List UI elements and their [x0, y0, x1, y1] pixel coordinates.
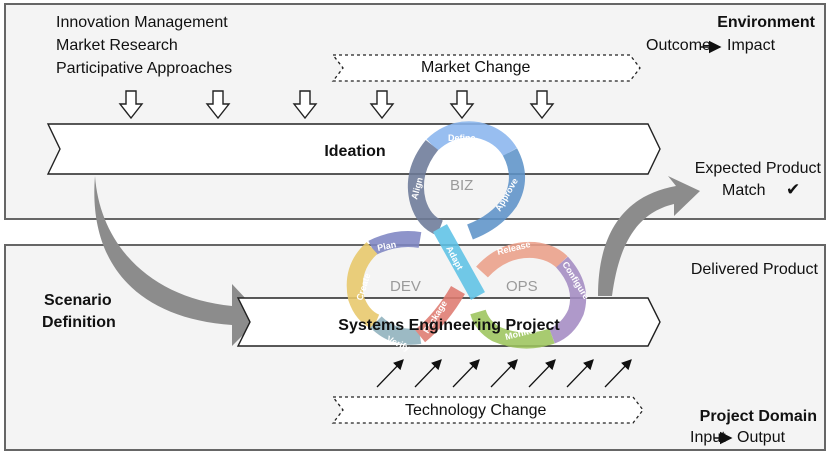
expected-match-label: Match [722, 182, 766, 199]
market-change-label: Market Change [421, 59, 531, 76]
down-arrow-icon [369, 90, 395, 120]
project-subtitle-right: Output [737, 429, 786, 446]
down-arrow-icon [449, 90, 475, 120]
diagonal-arrow-icon [528, 359, 556, 388]
loop-segment-align [407, 139, 444, 236]
loop-label-dev: DEV [390, 278, 421, 295]
environment-subtitle-left: Outcome [646, 37, 711, 54]
down-arrow-icon [205, 90, 231, 120]
loop-segment-release [476, 241, 568, 278]
segment-label-define: Define [448, 133, 476, 143]
loop-segment-create [346, 242, 380, 330]
diagonal-arrow-icon [490, 359, 518, 388]
project-bar-label: Systems Engineering Project [338, 317, 560, 334]
scenario-curved-arrow [94, 176, 262, 346]
loop-segment-approve [466, 148, 525, 240]
diagonal-arrow-icon [376, 359, 404, 388]
loop-segment-configure [548, 256, 587, 344]
scenario-definition-line2: Definition [42, 314, 116, 331]
outcome-curved-arrow [598, 176, 700, 296]
loop-segment-define [426, 121, 517, 157]
loop-label-biz: BIZ [450, 177, 473, 194]
input-market-research: Market Research [56, 37, 178, 54]
down-arrow-icon [529, 90, 555, 120]
technology-change-label: Technology Change [405, 402, 547, 419]
loop-segment-monitor [470, 309, 555, 349]
market-change-banner [331, 54, 641, 82]
check-icon: ✔ [786, 180, 801, 199]
down-arrows [118, 90, 555, 120]
expected-product-label: Expected Product [694, 160, 821, 177]
loop-segment-plan [368, 231, 422, 256]
loop-segment-package [414, 285, 465, 343]
input-participative-approaches: Participative Approaches [56, 60, 233, 77]
diagonal-arrow-icon [452, 359, 480, 388]
technology-change-banner [331, 396, 644, 424]
loop-label-ops: OPS [506, 278, 538, 295]
technology-arrows [376, 359, 632, 388]
diagonal-arrow-icon [566, 359, 594, 388]
segment-label-plan: Plan [376, 239, 397, 253]
scenario-definition-line1: Scenario [44, 292, 112, 309]
ideation-label: Ideation [324, 143, 385, 160]
loop-segment-adapt [433, 224, 485, 300]
down-arrow-icon [118, 90, 144, 120]
project-domain-title: Project Domain [699, 408, 817, 425]
diagonal-arrow-icon [414, 359, 442, 388]
environment-subtitle-right: Impact [727, 37, 776, 54]
down-arrow-icon [292, 90, 318, 120]
diagonal-arrow-icon [604, 359, 632, 388]
environment-title: Environment [717, 14, 815, 31]
delivered-product-label: Delivered Product [690, 261, 818, 278]
loop-segment-verify [370, 316, 422, 345]
bizdevops-loop [346, 121, 587, 349]
input-innovation-management: Innovation Management [56, 14, 228, 31]
project-subtitle-left: Input [690, 429, 726, 446]
